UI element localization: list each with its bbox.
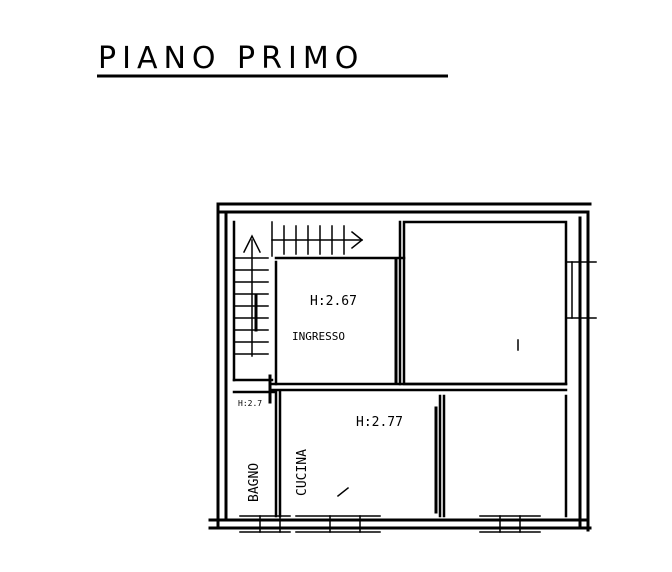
bagno-name-label: BAGNO bbox=[247, 463, 262, 502]
cucina-height-label: H:2.77 bbox=[356, 415, 403, 430]
bagno-height-label: H:2.7 bbox=[238, 399, 262, 408]
staircase bbox=[233, 221, 364, 357]
doors bbox=[254, 258, 438, 514]
plan-title: PIANO PRIMO bbox=[98, 41, 364, 76]
ingresso-height-label: H:2.67 bbox=[310, 294, 357, 309]
sketch-mark bbox=[336, 486, 350, 498]
inner-walls bbox=[232, 220, 568, 518]
windows bbox=[239, 261, 597, 533]
cucina-name-label: CUCINA bbox=[295, 449, 310, 496]
ingresso-name-label: INGRESSO bbox=[292, 330, 345, 343]
